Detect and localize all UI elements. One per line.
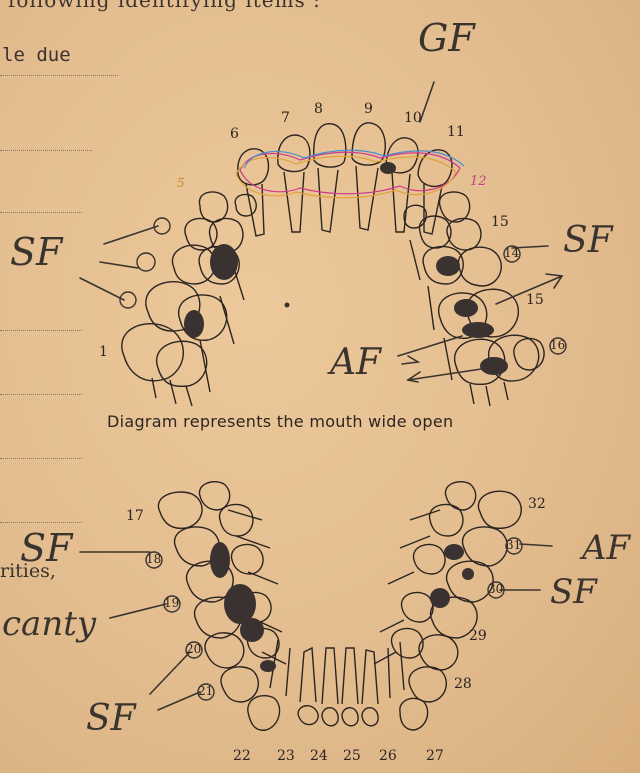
tooth-number-26: 26 <box>379 748 397 764</box>
tooth-number-7: 7 <box>281 110 290 126</box>
tooth-number-11: 11 <box>447 124 465 140</box>
annotation-af-upper: AF <box>330 342 381 383</box>
color-overprint <box>236 150 464 198</box>
tooth-number-9: 9 <box>364 101 373 117</box>
annotation-sf-lower-left-bottom: SF <box>86 698 136 739</box>
tooth-number-22: 22 <box>233 748 251 764</box>
tooth-number-31: 31 <box>506 538 521 552</box>
tooth-number-8: 8 <box>314 101 323 117</box>
diagram-caption: Diagram represents the mouth wide open <box>107 412 453 431</box>
tooth-number-16: 16 <box>550 338 565 352</box>
tooth-number-14: 14 <box>504 246 519 260</box>
tooth-number-5: 5 <box>177 176 185 190</box>
tooth-number-27: 27 <box>426 748 444 764</box>
lower-fillings <box>210 542 474 672</box>
annotation-sf-lower-left-top: SF <box>20 526 72 570</box>
tooth-number-17: 17 <box>126 508 144 524</box>
tooth-number-29: 29 <box>469 628 487 644</box>
tooth-number-15a: 15 <box>491 214 509 230</box>
tooth-number-10: 10 <box>404 110 422 126</box>
tooth-number-30: 30 <box>488 582 503 596</box>
tooth-number-12: 12 <box>470 174 487 189</box>
tooth-number-24: 24 <box>310 748 328 764</box>
tooth-number-20: 20 <box>186 642 201 656</box>
mid-dot <box>285 303 290 308</box>
annotation-sf-upper-right: SF <box>563 220 613 261</box>
annotation-caries: canty <box>2 604 96 644</box>
annotation-lines <box>80 82 562 710</box>
annotation-sf-upper-left: SF <box>10 230 62 274</box>
tooth-number-19: 19 <box>164 596 179 610</box>
annotation-sf-lower-right: SF <box>550 572 597 612</box>
tooth-number-23: 23 <box>277 748 295 764</box>
tooth-number-6: 6 <box>230 126 239 142</box>
tooth-number-18: 18 <box>146 552 161 566</box>
annotation-af-lower-right: AF <box>582 528 630 568</box>
tooth-number-25: 25 <box>343 748 361 764</box>
tooth-number-32: 32 <box>528 496 546 512</box>
tooth-number-1: 1 <box>99 344 108 360</box>
tooth-number-21: 21 <box>198 684 213 698</box>
annotation-gf: GF <box>418 16 475 60</box>
tooth-number-28: 28 <box>454 676 472 692</box>
tooth-number-15b: 15 <box>526 292 544 308</box>
